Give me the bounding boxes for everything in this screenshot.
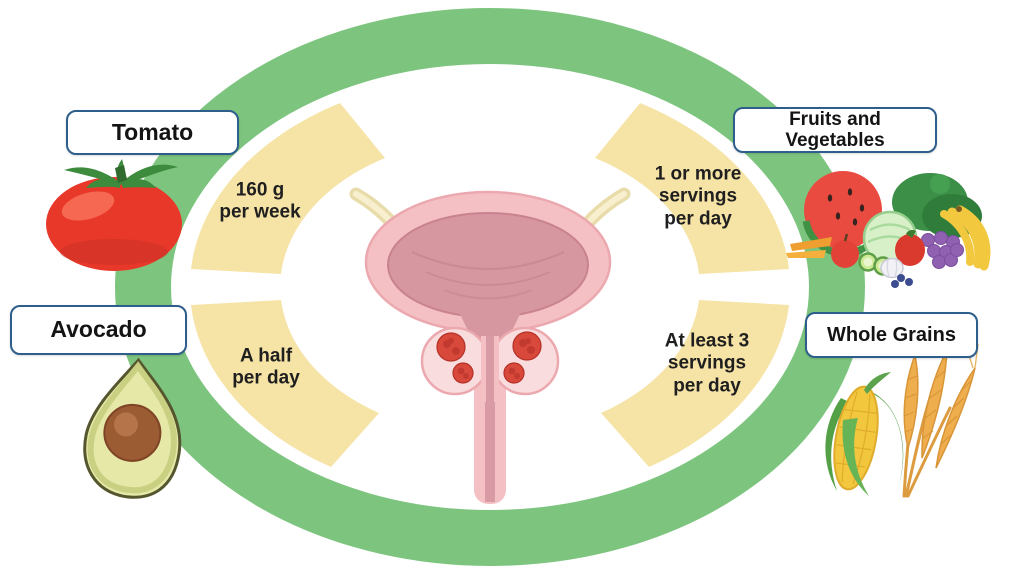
fruits-vegetables-serving-text: 1 or more servings per day — [654, 163, 742, 230]
avocado-label: Avocado — [10, 305, 187, 355]
tumor-cells — [436, 331, 542, 384]
avocado-serving-text: A half per day — [232, 345, 300, 389]
tomato-label: Tomato — [66, 110, 239, 155]
arc-segment-fruits-vegetables — [595, 103, 789, 274]
tomato-serving-text: 160 g per week — [219, 179, 301, 223]
tomato-calyx — [64, 159, 178, 188]
whole-grains-label: Whole Grains — [805, 312, 978, 358]
arc-segment-avocado — [191, 300, 379, 467]
fruits-vegetables-icon — [786, 171, 991, 288]
arc-segment-tomato — [191, 103, 385, 274]
bladder-icon — [349, 187, 631, 504]
whole-grains-serving-text: At least 3 servings per day — [664, 330, 750, 397]
fruits-vegetables-label: Fruits and Vegetables — [733, 107, 937, 153]
tomato-icon — [46, 159, 182, 271]
diet-ring — [115, 8, 865, 566]
whole-grains-icon — [825, 325, 979, 498]
avocado-icon — [83, 357, 182, 499]
arc-segment-whole-grains — [601, 300, 789, 467]
